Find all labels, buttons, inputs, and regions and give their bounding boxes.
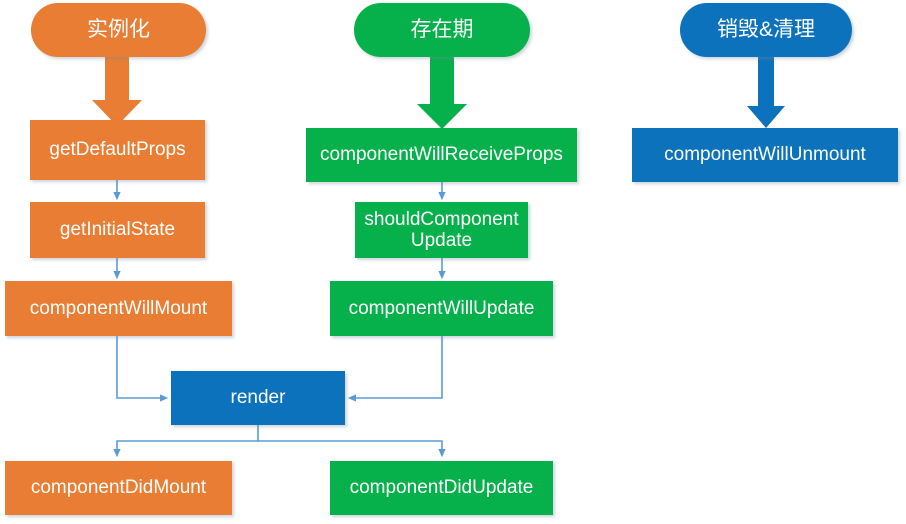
node-get-default-props[interactable]: getDefaultProps (30, 120, 205, 180)
should-component-update-line-2: Update (410, 230, 473, 251)
edge-render-to-did-callbacks (113, 425, 446, 458)
node-component-will-receive-props[interactable]: componentWillReceiveProps (306, 128, 577, 182)
should-component-update-line-1: shouldComponent (364, 208, 519, 230)
node-render[interactable]: render (171, 371, 345, 425)
node-component-did-update[interactable]: componentDidUpdate (330, 461, 553, 515)
node-component-will-unmount[interactable]: componentWillUnmount (632, 128, 898, 182)
edge-component-will-update-to-render (347, 336, 443, 402)
header-destruction[interactable]: 销毁&清理 (680, 3, 852, 57)
header-instantiation[interactable]: 实例化 (31, 3, 206, 57)
node-component-did-mount[interactable]: componentDidMount (5, 461, 232, 515)
edge-header-lifetime-to-component-will-receive-props (417, 56, 467, 129)
node-component-will-mount[interactable]: componentWillMount (5, 281, 232, 336)
edge-component-will-mount-to-render (116, 336, 169, 402)
header-lifetime[interactable]: 存在期 (354, 3, 530, 57)
node-get-initial-state[interactable]: getInitialState (30, 202, 205, 258)
node-component-will-update[interactable]: componentWillUpdate (330, 281, 553, 336)
edge-header-instantiation-to-get-default-props (92, 56, 142, 126)
node-should-component-update[interactable]: shouldComponent Update (355, 202, 528, 258)
edge-header-destruction-to-component-will-unmount (747, 56, 785, 128)
